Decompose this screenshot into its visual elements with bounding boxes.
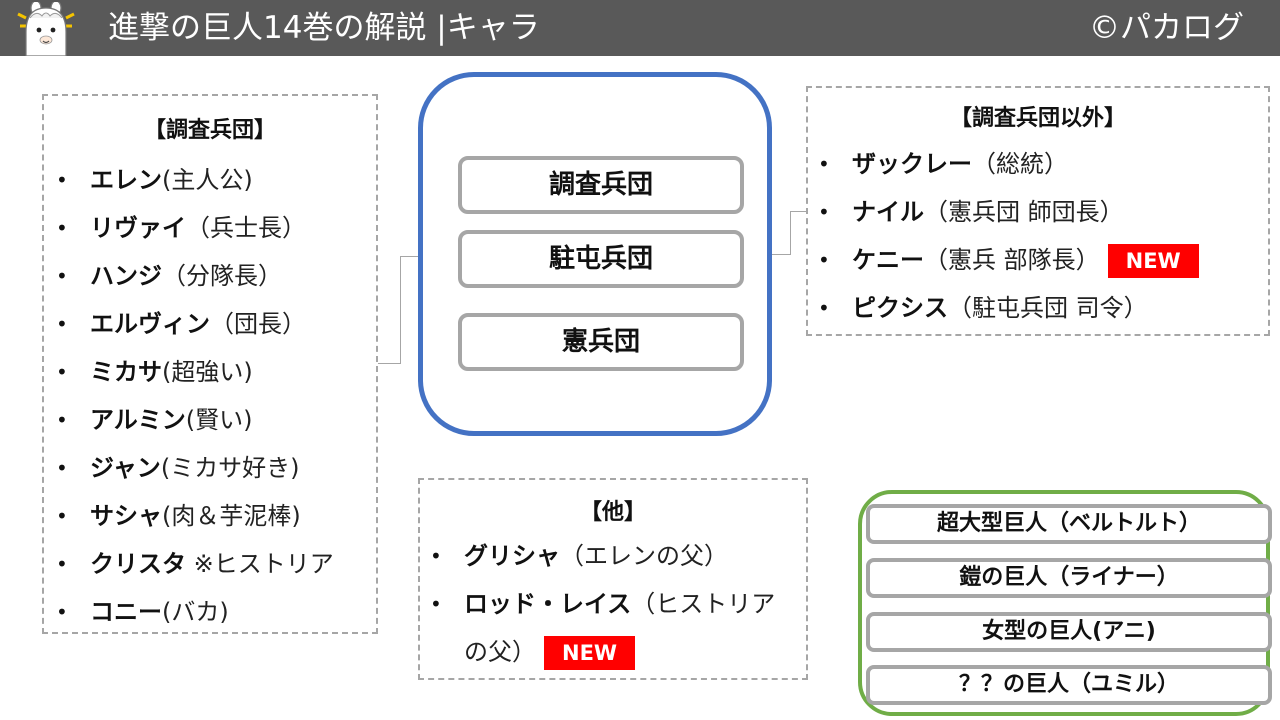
list-item: • サシャ(肉＆芋泥棒) bbox=[44, 492, 376, 540]
character-note: （総統） bbox=[972, 150, 1068, 178]
page-title: 進撃の巨人14巻の解説 |キャラ bbox=[108, 10, 540, 46]
bullet-icon: • bbox=[56, 504, 68, 528]
character-note: （憲兵団 師団長） bbox=[924, 198, 1124, 226]
list-item: • ケニー（憲兵 部隊長）NEW bbox=[808, 236, 1268, 284]
other-corps-box: 【調査兵団以外】 • ザックレー（総統） • ナイル（憲兵団 師団長） • ケニー（憲… bbox=[806, 86, 1270, 336]
character-name: ハンジ bbox=[90, 262, 162, 290]
list-item: • エレン(主人公) bbox=[44, 156, 376, 204]
list-item: • ピクシス（駐屯兵団 司令） bbox=[808, 284, 1268, 332]
character-name: ロッド・レイス bbox=[464, 590, 632, 618]
others-list: • グリシャ（エレンの父） • ロッド・レイス（ヒストリアの父）NEW bbox=[420, 532, 806, 676]
bullet-icon: • bbox=[818, 152, 830, 176]
list-item: • ミカサ(超強い) bbox=[44, 348, 376, 396]
character-name: グリシャ bbox=[464, 542, 560, 570]
titan-female: 女型の巨人(アニ) bbox=[866, 612, 1272, 652]
character-note: (バカ) bbox=[162, 598, 229, 626]
others-box: 【他】 • グリシャ（エレンの父） • ロッド・レイス（ヒストリアの父）NEW bbox=[418, 478, 808, 680]
character-name: ナイル bbox=[852, 198, 924, 226]
connector-line-left bbox=[400, 256, 401, 364]
list-item: • クリスタ ※ヒストリア bbox=[44, 540, 376, 588]
list-item: • ナイル（憲兵団 師団長） bbox=[808, 188, 1268, 236]
character-note: (肉＆芋泥棒) bbox=[162, 502, 301, 530]
character-name: ジャン bbox=[90, 454, 161, 482]
character-name: アルミン bbox=[90, 406, 186, 434]
titan-armored: 鎧の巨人（ライナー） bbox=[866, 558, 1272, 598]
titan-colossal: 超大型巨人（ベルトルト） bbox=[866, 504, 1272, 544]
new-badge: NEW bbox=[544, 636, 636, 670]
character-note: (ミカサ好き) bbox=[160, 454, 300, 482]
list-item: • アルミン(賢い) bbox=[44, 396, 376, 444]
bullet-icon: • bbox=[56, 456, 68, 480]
list-item: • ジャン(ミカサ好き) bbox=[44, 444, 376, 492]
character-note: (賢い) bbox=[185, 406, 253, 434]
bullet-icon: • bbox=[430, 544, 442, 568]
other-corps-title: 【調査兵団以外】 bbox=[949, 106, 1126, 131]
bullet-icon: • bbox=[56, 264, 68, 288]
faction-survey-corps: 調査兵団 bbox=[458, 156, 744, 214]
bullet-icon: • bbox=[818, 296, 830, 320]
other-corps-list: • ザックレー（総統） • ナイル（憲兵団 師団長） • ケニー（憲兵 部隊長）NEW… bbox=[808, 140, 1268, 332]
character-note: （駐屯兵団 司令） bbox=[948, 294, 1148, 322]
list-item: • コニー(バカ) bbox=[44, 588, 376, 636]
character-name: エルヴィン bbox=[90, 310, 210, 338]
character-note: （憲兵 部隊長） bbox=[924, 246, 1100, 274]
character-note: （兵士長） bbox=[186, 214, 306, 242]
faction-garrison: 駐屯兵団 bbox=[458, 230, 744, 288]
character-name: ザックレー bbox=[852, 150, 972, 178]
survey-corps-box: 【調査兵団】 • エレン(主人公) • リヴァイ（兵士長） • ハンジ（分隊長） • エ… bbox=[42, 94, 378, 634]
character-name: ピクシス bbox=[852, 294, 948, 322]
titan-unknown: ？？の巨人（ユミル） bbox=[866, 665, 1272, 705]
character-name: ケニー bbox=[852, 246, 924, 274]
bullet-icon: • bbox=[430, 592, 442, 616]
bullet-icon: • bbox=[56, 216, 68, 240]
others-title: 【他】 bbox=[579, 500, 646, 525]
connector-line-left bbox=[378, 363, 400, 364]
bullet-icon: • bbox=[56, 312, 68, 336]
character-name: エレン bbox=[90, 166, 162, 194]
list-item: • リヴァイ（兵士長） bbox=[44, 204, 376, 252]
new-badge: NEW bbox=[1107, 244, 1199, 278]
character-name: コニー bbox=[90, 598, 162, 626]
bullet-icon: • bbox=[56, 360, 68, 384]
character-note: （エレンの父） bbox=[560, 542, 728, 570]
bullet-icon: • bbox=[56, 600, 68, 624]
character-name: クリスタ bbox=[90, 550, 186, 578]
connector-line-left bbox=[400, 256, 420, 257]
bullet-icon: • bbox=[818, 248, 830, 272]
character-name: ミカサ bbox=[90, 358, 162, 386]
bullet-icon: • bbox=[56, 168, 68, 192]
survey-corps-title: 【調査兵団】 bbox=[143, 118, 276, 143]
header-bar: 進撃の巨人14巻の解説 |キャラ ©パカログ bbox=[0, 0, 1280, 56]
bullet-icon: • bbox=[56, 408, 68, 432]
character-note: （分隊長） bbox=[162, 262, 282, 290]
list-item: • ロッド・レイス（ヒストリアの父）NEW bbox=[420, 580, 806, 676]
bullet-icon: • bbox=[56, 552, 68, 576]
faction-military-police: 憲兵団 bbox=[458, 313, 744, 371]
list-item: • エルヴィン（団長） bbox=[44, 300, 376, 348]
character-note: (主人公) bbox=[162, 166, 253, 194]
connector-line-right bbox=[790, 211, 806, 212]
character-note: ※ヒストリア bbox=[186, 550, 334, 578]
bullet-icon: • bbox=[818, 200, 830, 224]
character-name: リヴァイ bbox=[90, 214, 186, 242]
character-note: （団長） bbox=[210, 310, 306, 338]
list-item: • ザックレー（総統） bbox=[808, 140, 1268, 188]
list-item: • グリシャ（エレンの父） bbox=[420, 532, 806, 580]
character-note: （ヒストリアの父） bbox=[464, 590, 776, 666]
connector-line-right bbox=[790, 211, 791, 255]
list-item: • ハンジ（分隊長） bbox=[44, 252, 376, 300]
connector-line-right bbox=[772, 254, 790, 255]
alpaca-mascot-icon bbox=[17, 2, 75, 56]
character-name: サシャ bbox=[90, 502, 162, 530]
copyright-text: ©パカログ bbox=[1089, 10, 1244, 46]
survey-corps-list: • エレン(主人公) • リヴァイ（兵士長） • ハンジ（分隊長） • エルヴィン（団長… bbox=[44, 156, 376, 636]
character-note: (超強い) bbox=[162, 358, 253, 386]
